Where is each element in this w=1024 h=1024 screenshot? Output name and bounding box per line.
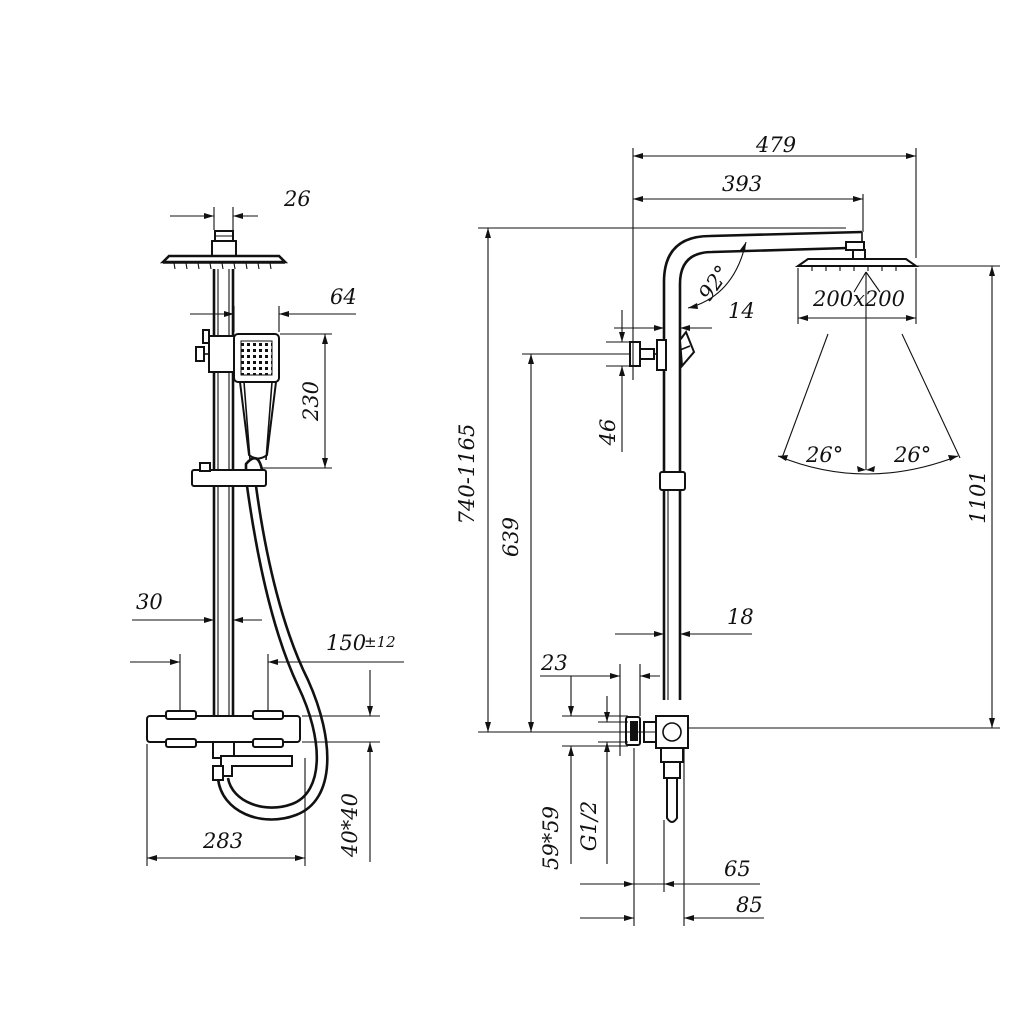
side-dim-14: 14	[728, 299, 755, 323]
side-dim-46: 46	[596, 419, 620, 447]
front-mixer-body	[146, 710, 301, 781]
side-dimensions	[478, 148, 1000, 926]
side-mixer-connection	[625, 715, 689, 823]
side-dim-59x59: 59*59	[539, 806, 563, 870]
side-dim-18: 18	[727, 605, 754, 629]
side-spray-cone	[777, 271, 961, 475]
side-riser-pipe	[662, 300, 682, 700]
side-view: 479 393 92° 200x200 14 46 740-1165 639 1…	[455, 133, 1000, 926]
side-dim-639: 639	[499, 517, 523, 557]
front-dim-30: 30	[136, 590, 163, 614]
front-dim-150-tolerance: ±12	[364, 633, 396, 651]
side-dim-1101: 1101	[966, 470, 990, 523]
side-rain-head	[794, 249, 920, 271]
front-hose	[216, 485, 329, 821]
side-dim-393: 393	[722, 172, 762, 196]
front-view: 26 64 230 30 150 ±12 40*40 283	[130, 187, 404, 866]
front-dim-283: 283	[202, 829, 243, 853]
front-dim-150: 150	[326, 631, 366, 655]
side-dim-spray-right: 26°	[893, 443, 931, 467]
side-dim-740-1165: 740-1165	[455, 424, 479, 525]
front-dim-40x40: 40*40	[338, 793, 362, 858]
side-dim-85: 85	[736, 893, 763, 917]
side-diverter-bracket	[629, 329, 696, 371]
side-dim-g1-2: G1/2	[577, 801, 601, 852]
front-hand-shower	[233, 333, 280, 461]
side-dim-479: 479	[755, 133, 796, 157]
side-dim-spray-left: 26°	[805, 443, 843, 467]
front-dim-230: 230	[299, 381, 323, 422]
side-slide-holder	[659, 471, 686, 491]
side-dim-23: 23	[540, 651, 568, 675]
front-dim-64: 64	[330, 285, 357, 309]
front-dim-26: 26	[283, 187, 311, 211]
front-diverter	[195, 329, 239, 373]
front-slide-holder	[191, 456, 267, 487]
front-dimensions	[130, 207, 404, 866]
side-dim-200x200: 200x200	[812, 287, 905, 311]
front-rain-head	[159, 230, 289, 270]
side-dim-65: 65	[724, 857, 751, 881]
